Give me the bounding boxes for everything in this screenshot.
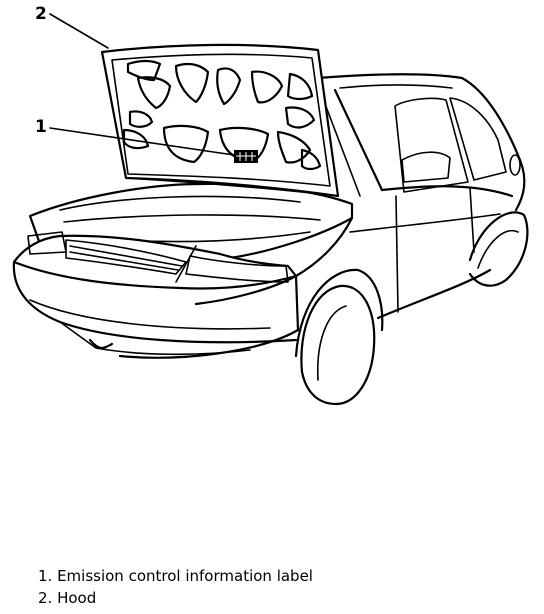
leader-line-2 [49, 13, 109, 49]
emission-control-label [234, 150, 258, 163]
legend-item-emission-label: 1. Emission control information label [38, 567, 313, 585]
front-end [12, 182, 354, 290]
legend-item-hood: 2. Hood [38, 589, 97, 607]
hood [100, 43, 340, 198]
legend: 1. Emission control information label 2.… [38, 565, 313, 609]
car-body [12, 73, 529, 406]
leader-lines [49, 13, 235, 156]
leader-line-1 [49, 127, 235, 156]
callout-2: 2 [35, 4, 47, 24]
callout-1: 1 [35, 117, 47, 137]
